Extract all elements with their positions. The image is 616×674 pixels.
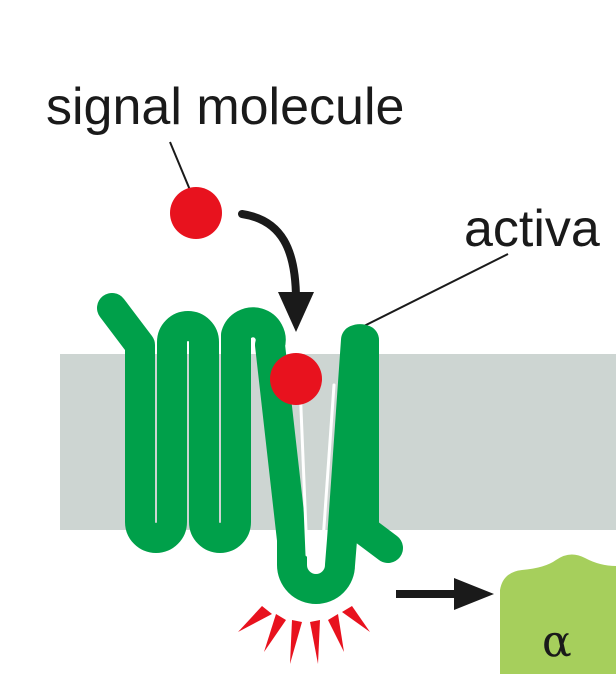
activation-arrow-head xyxy=(454,578,494,610)
alpha-subunit xyxy=(500,554,616,674)
gpcr-receptor xyxy=(97,293,403,604)
activated-receptor-label: activa xyxy=(464,200,600,258)
signal-molecule-leader-line xyxy=(169,141,191,191)
binding-arrow-head xyxy=(278,292,314,332)
bound-signal-molecule xyxy=(270,353,322,405)
signal-molecule-label: signal molecule xyxy=(46,78,404,136)
free-signal-molecule xyxy=(170,187,222,239)
binding-arrow xyxy=(238,210,300,304)
activation-spikes xyxy=(238,606,370,664)
alpha-subunit-label: α xyxy=(542,616,572,667)
activated-receptor-leader-line xyxy=(363,253,509,327)
